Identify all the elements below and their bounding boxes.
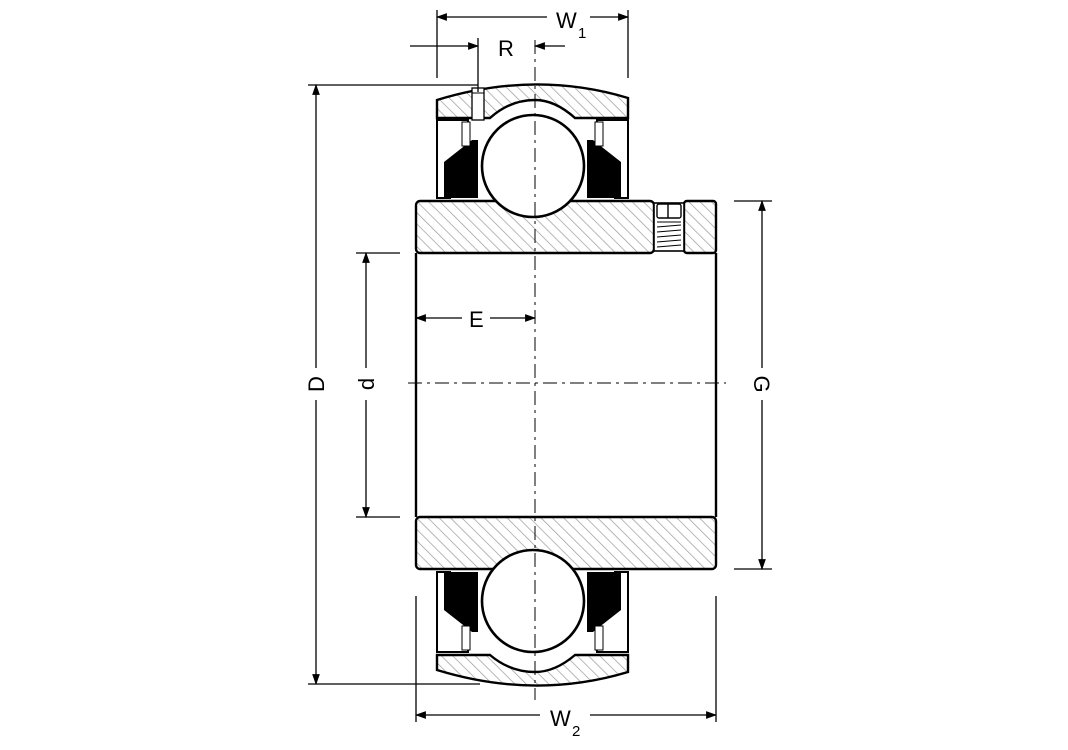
ball-bottom [480,548,586,654]
w2-subscript: 2 [572,723,580,740]
seal-top-right [587,119,629,199]
bore [414,253,718,517]
dimension-w2: W 2 [414,596,718,740]
set-screw [653,202,685,252]
dimension-d-bore: d [354,251,400,519]
w2-label: W [550,706,571,731]
dimension-w1: W 1 [435,8,630,78]
e-label: E [469,307,484,332]
dimension-e: E [414,307,537,332]
ball-top [480,113,586,219]
dimension-r: R [410,36,565,92]
seal-top-left [436,119,478,199]
d-outer-label: D [304,376,329,392]
dimension-d-outer: D [304,83,480,686]
r-label: R [498,36,514,61]
outer-ring-bottom [435,653,630,687]
seal-bottom-right [587,571,629,653]
w1-subscript: 1 [578,25,586,42]
seal-bottom-left [436,571,478,653]
d-bore-label: d [354,378,379,390]
w1-label: W [556,8,577,33]
dimension-g: G [734,199,774,571]
g-label: G [749,375,774,392]
outer-ring-top [435,83,630,121]
